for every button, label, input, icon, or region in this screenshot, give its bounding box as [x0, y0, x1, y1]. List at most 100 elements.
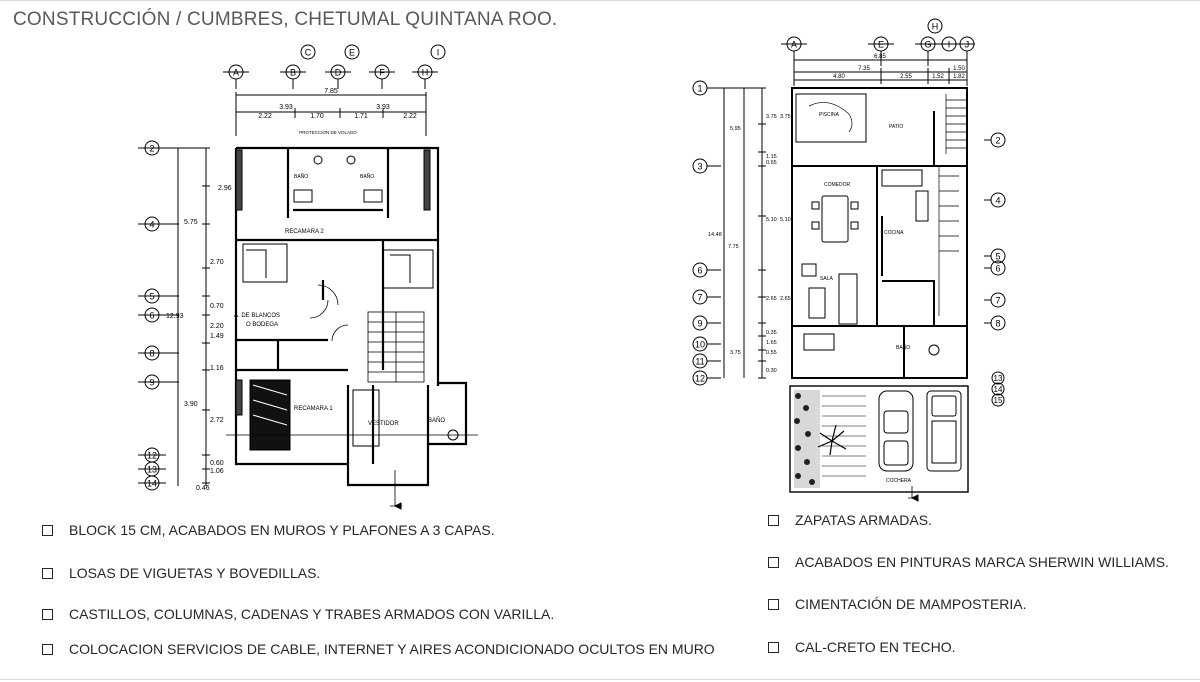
grid-bubble: E: [344, 44, 360, 60]
svg-text:VESTIDOR: VESTIDOR: [368, 421, 399, 427]
svg-text:2.20: 2.20: [210, 323, 224, 330]
list-item: CIMENTACIÓN DE MAMPOSTERIA.: [768, 596, 1027, 612]
svg-text:BAÑO: BAÑO: [896, 344, 910, 351]
svg-text:5: 5: [995, 252, 1000, 262]
grid-bubble: 15: [991, 393, 1005, 407]
svg-text:12: 12: [695, 374, 705, 384]
grid-bubble: 12: [692, 370, 708, 386]
bullet-list-left: BLOCK 15 CM, ACABADOS EN MUROS Y PLAFONE…: [42, 522, 742, 672]
svg-text:BAÑO: BAÑO: [360, 173, 374, 180]
grid-bubble: 2: [990, 132, 1006, 148]
svg-text:5.95: 5.95: [730, 126, 741, 132]
svg-text:9: 9: [697, 319, 702, 329]
svg-text:PATIO: PATIO: [889, 124, 903, 130]
upper-floor-plan: A B C D E F H I 7.85 3.93 3.93 2.22 1.70…: [128, 40, 493, 510]
svg-text:O BODEGA: O BODEGA: [246, 322, 278, 328]
svg-text:E: E: [349, 48, 355, 58]
svg-text:5.10: 5.10: [766, 217, 777, 223]
svg-text:0.65: 0.65: [766, 160, 777, 166]
svg-text:5.10: 5.10: [780, 217, 791, 223]
svg-text:4.80: 4.80: [833, 74, 845, 80]
svg-text:2: 2: [995, 136, 1000, 146]
svg-text:3.75: 3.75: [766, 114, 777, 120]
checkbox-bullet-icon: [42, 643, 53, 655]
grid-bubble: 11: [692, 353, 708, 369]
svg-text:0.30: 0.30: [766, 368, 777, 374]
svg-text:11: 11: [695, 357, 704, 367]
grid-bubble: 13: [991, 371, 1005, 385]
grid-bubble: I: [430, 44, 446, 60]
checkbox-bullet-icon: [768, 556, 779, 568]
list-item: ACABADOS EN PINTURAS MARCA SHERWIN WILLI…: [768, 554, 1169, 570]
grid-bubble: 6: [692, 262, 708, 278]
svg-text:13: 13: [994, 374, 1003, 383]
svg-text:14.48: 14.48: [708, 232, 722, 238]
svg-text:COCHERA: COCHERA: [886, 478, 912, 484]
svg-text:6: 6: [995, 264, 1000, 274]
checkbox-bullet-icon: [42, 524, 53, 536]
svg-text:2.65: 2.65: [780, 296, 791, 302]
svg-text:3.75: 3.75: [780, 114, 791, 120]
list-item: CAL-CRETO EN TECHO.: [768, 639, 956, 655]
svg-text:COCINA: COCINA: [884, 230, 904, 236]
svg-text:I: I: [437, 48, 440, 58]
svg-text:COMEDOR: COMEDOR: [824, 182, 851, 188]
svg-text:1.49: 1.49: [210, 333, 224, 340]
svg-text:3.90: 3.90: [184, 401, 198, 408]
svg-text:2.65: 2.65: [766, 296, 777, 302]
list-item: ZAPATAS ARMADAS.: [768, 512, 932, 528]
grid-bubble: 9: [692, 315, 708, 331]
list-item: CASTILLOS, COLUMNAS, CADENAS Y TRABES AR…: [42, 606, 554, 622]
svg-text:12.93: 12.93: [166, 313, 184, 320]
grid-bubble: 10: [692, 336, 708, 352]
svg-text:2.70: 2.70: [210, 259, 224, 266]
checkbox-bullet-icon: [42, 608, 53, 620]
svg-text:H: H: [932, 22, 939, 32]
grid-bubble: 8: [990, 315, 1006, 331]
svg-text:1.82: 1.82: [953, 74, 965, 80]
svg-text:4: 4: [995, 196, 1000, 206]
svg-text:RECAMARA 1: RECAMARA 1: [294, 406, 333, 412]
svg-text:7.85: 7.85: [324, 88, 338, 95]
svg-text:7: 7: [995, 296, 1000, 306]
list-item: BLOCK 15 CM, ACABADOS EN MUROS Y PLAFONE…: [42, 522, 495, 538]
svg-text:6.85: 6.85: [874, 54, 886, 60]
lower-floor-plan: A E G H I J 6.85 7.35 4.80 2.55 1.50 1.5…: [684, 16, 1014, 506]
svg-text:3.75: 3.75: [730, 350, 741, 356]
grid-bubble: 7: [692, 289, 708, 305]
svg-text:1.50: 1.50: [953, 66, 965, 72]
svg-text:15: 15: [994, 396, 1003, 405]
bottom-border: [0, 679, 1200, 680]
svg-text:A. DE BLANCOS: A. DE BLANCOS: [234, 313, 280, 319]
svg-text:1.70: 1.70: [310, 113, 324, 120]
page-title: CONSTRUCCIÓN / CUMBRES, CHETUMAL QUINTAN…: [13, 9, 558, 30]
svg-text:BAÑO: BAÑO: [294, 173, 308, 180]
svg-text:6: 6: [697, 266, 702, 276]
checkbox-bullet-icon: [42, 567, 53, 579]
svg-text:1.06: 1.06: [210, 468, 224, 475]
grid-bubble: 7: [990, 292, 1006, 308]
svg-text:BAÑO: BAÑO: [428, 417, 445, 424]
checkbox-bullet-icon: [768, 514, 779, 526]
svg-text:3.93: 3.93: [279, 104, 293, 111]
svg-text:7: 7: [697, 293, 702, 303]
svg-text:0.70: 0.70: [210, 303, 224, 310]
svg-text:8: 8: [995, 319, 1000, 329]
svg-text:2.22: 2.22: [403, 113, 417, 120]
svg-text:PISCINA: PISCINA: [819, 112, 840, 118]
svg-text:14: 14: [994, 385, 1003, 394]
svg-text:2.22: 2.22: [258, 113, 272, 120]
svg-text:7.35: 7.35: [858, 66, 870, 72]
list-item: COLOCACION SERVICIOS DE CABLE, INTERNET …: [42, 641, 715, 657]
svg-text:C: C: [305, 48, 312, 58]
svg-text:1.65: 1.65: [766, 340, 777, 346]
bullet-list-right: ZAPATAS ARMADAS. ACABADOS EN PINTURAS MA…: [768, 512, 1193, 662]
svg-text:PROTECCION DE VOLADO: PROTECCION DE VOLADO: [299, 130, 357, 135]
svg-text:5.75: 5.75: [184, 219, 198, 226]
grid-bubble: 1: [692, 80, 708, 96]
grid-bubble: 4: [990, 192, 1006, 208]
svg-text:SALA: SALA: [820, 276, 833, 282]
svg-text:2.55: 2.55: [900, 74, 912, 80]
svg-text:1.52: 1.52: [932, 74, 944, 80]
svg-text:1.15: 1.15: [766, 154, 777, 160]
